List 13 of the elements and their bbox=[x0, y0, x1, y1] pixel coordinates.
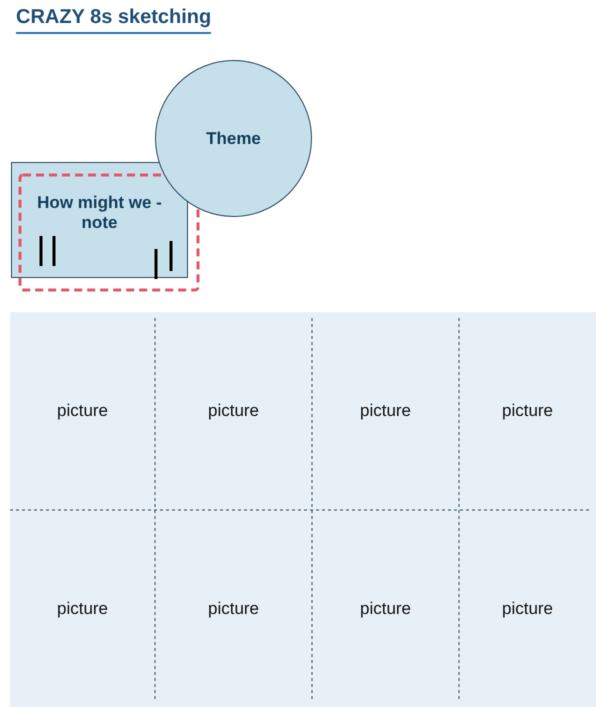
sketch-grid-panel bbox=[10, 312, 596, 707]
picture-label: picture bbox=[360, 401, 412, 421]
note-card bbox=[11, 162, 188, 278]
picture-label: picture bbox=[208, 401, 260, 421]
note-label: How might we - note bbox=[36, 193, 163, 233]
picture-label: picture bbox=[502, 598, 554, 618]
picture-label: picture bbox=[56, 598, 108, 618]
title: CRAZY 8s sketching bbox=[16, 6, 212, 34]
picture-label: picture bbox=[208, 598, 260, 618]
theme-label: Theme bbox=[206, 128, 261, 148]
picture-label: picture bbox=[360, 598, 412, 618]
picture-label: picture bbox=[502, 401, 554, 421]
picture-label: picture bbox=[56, 401, 108, 421]
